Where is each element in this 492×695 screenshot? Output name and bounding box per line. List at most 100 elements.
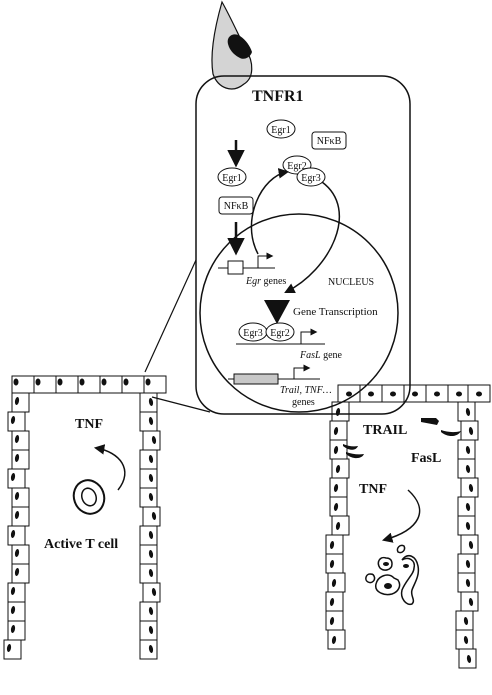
apoptotic-cell	[365, 544, 420, 606]
trail-tnf-promoter-box	[233, 373, 279, 385]
epithelial-cell	[460, 534, 479, 555]
epithelial-cell	[457, 572, 476, 593]
epithelial-cell	[460, 591, 479, 612]
epithelial-cell	[139, 392, 158, 413]
egr-genes-label: Egr genes	[245, 276, 286, 287]
epithelial-cell	[139, 544, 158, 565]
epithelial-cell	[457, 439, 476, 460]
epithelial-cell	[457, 553, 476, 574]
zoom-line-left	[144, 259, 197, 373]
egr-promoter-box	[227, 260, 244, 275]
trail-ligand-lower	[441, 430, 461, 437]
epithelial-cell	[7, 468, 26, 489]
egr2-label: Egr2	[287, 161, 306, 172]
epithelial-cell	[11, 430, 30, 451]
epithelial-cell	[457, 401, 476, 422]
epithelial-cell	[455, 629, 474, 650]
epithelial-cell	[455, 610, 474, 631]
epithelial-cell	[7, 411, 26, 432]
epithelial-cell	[331, 458, 350, 479]
epithelial-cell	[7, 601, 26, 622]
active-t-cell-label: Active T cell	[44, 537, 118, 552]
nfkb-left-label: NFκB	[224, 201, 249, 212]
tnf-ligand-shape	[227, 34, 252, 59]
epithelial-cell	[11, 563, 30, 584]
epithelial-cell	[381, 384, 405, 403]
egr3-oval	[296, 167, 326, 187]
epithelial-cell	[457, 515, 476, 536]
epithelial-cell	[139, 468, 158, 489]
epithelial-cell	[447, 384, 471, 403]
fasl-gene-label: FasL gene	[299, 350, 343, 361]
bound-egr2-label: Egr2	[270, 328, 289, 339]
trail-ligand-upper	[421, 418, 439, 425]
gene-transcription-label: Gene Transcription	[293, 306, 378, 318]
epithelial-cell	[139, 620, 158, 641]
genes-label: genes	[292, 397, 315, 408]
zoom-line-right	[151, 396, 211, 413]
epithelial-cell	[77, 375, 101, 394]
epithelial-cell	[121, 375, 145, 394]
egr1-left-label: Egr1	[222, 173, 241, 184]
bound-egr2-oval	[265, 322, 295, 342]
epithelial-cell	[325, 534, 344, 555]
apoptotic-fragments	[383, 562, 409, 589]
trail-tnf-transcription-start-arrow	[293, 364, 311, 379]
epithelial-cell	[329, 420, 348, 441]
bound-egr3-label: Egr3	[243, 328, 262, 339]
epithelial-cell	[11, 375, 35, 394]
fasl-transcription-start-arrow	[300, 328, 318, 344]
epithelial-cell	[11, 506, 30, 527]
fasl-ligand-lower-left	[343, 444, 358, 450]
trail-tnf-genes-label: Trail, TNF…	[280, 385, 332, 396]
epithelial-cell	[7, 525, 26, 546]
epithelial-cell	[327, 572, 346, 593]
epithelial-cell	[11, 487, 30, 508]
epithelial-cell	[325, 553, 344, 574]
egr1-top-label: Egr1	[271, 125, 290, 136]
epithelial-cell	[11, 392, 30, 413]
epithelial-cell	[329, 477, 348, 498]
nucleus-label: NUCLEUS	[328, 277, 374, 288]
cell-zoom-panel	[195, 75, 411, 415]
nfkb-left-box	[218, 196, 254, 215]
egr1-left-oval	[217, 167, 247, 187]
epithelial-cell	[329, 439, 348, 460]
egr3-label: Egr3	[301, 173, 320, 184]
arrow-egr-into-nucleus	[284, 181, 341, 293]
nucleus	[199, 213, 399, 413]
epithelial-cell	[460, 420, 479, 441]
tnf-right-arrow	[381, 489, 421, 543]
trail-label: TRAIL	[363, 423, 407, 438]
epithelial-cell	[329, 496, 348, 517]
arrow-egr-gene-to-protein	[250, 168, 290, 255]
epithelial-cell	[139, 411, 158, 432]
epithelial-cell	[425, 384, 449, 403]
epithelial-cell	[142, 430, 161, 451]
epithelial-cell	[458, 648, 477, 669]
egr1-top-oval	[266, 119, 296, 139]
epithelial-cell	[33, 375, 57, 394]
epithelial-cell	[139, 639, 158, 660]
epithelial-cell	[139, 563, 158, 584]
epithelial-cell	[327, 629, 346, 650]
epithelial-cell	[139, 487, 158, 508]
epithelial-cell	[143, 375, 167, 394]
epithelial-cell	[139, 449, 158, 470]
epithelial-cell	[3, 639, 22, 660]
transcription-triangle	[264, 300, 290, 324]
nfkb-top-label: NFκB	[317, 136, 342, 147]
epithelial-cell	[7, 582, 26, 603]
tnf-left-arrow	[93, 444, 126, 491]
epithelial-cell	[139, 525, 158, 546]
epithelial-cell	[11, 544, 30, 565]
epithelial-cell	[142, 506, 161, 527]
epithelial-cell	[467, 384, 491, 403]
tnf-left-label: TNF	[75, 417, 103, 432]
epithelial-cell	[325, 610, 344, 631]
epithelial-cell	[142, 582, 161, 603]
epithelial-cell	[139, 601, 158, 622]
fasl-ligand-upper-left	[346, 452, 364, 459]
